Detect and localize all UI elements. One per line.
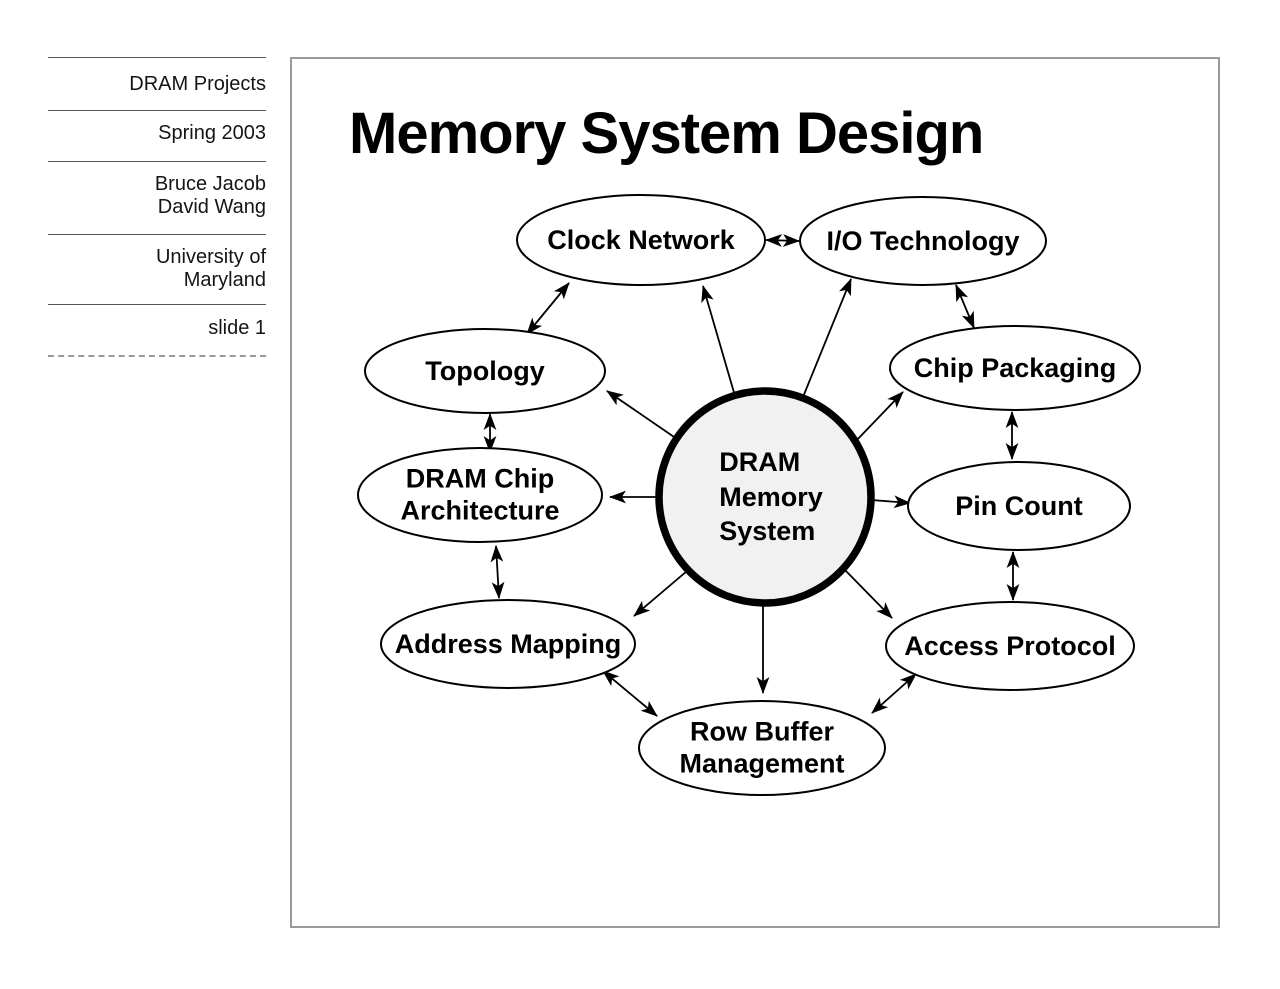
node-ellipse-pin-count — [907, 461, 1131, 551]
node-ellipse-access-protocol — [885, 601, 1135, 691]
node-ellipse-chip-packaging — [889, 325, 1141, 411]
divider-line-dashed — [48, 355, 266, 357]
node-label-clock-network: Clock Network — [547, 224, 735, 255]
sidebar-term-label: Spring 2003 — [158, 122, 266, 144]
double-arrow-access-protocol-row-buffer-management — [871, 673, 917, 714]
node-label-io-technology: I/O Technology — [826, 225, 1020, 256]
node-ellipse-topology — [364, 328, 606, 414]
node-ellipse-address-mapping — [380, 599, 636, 689]
arrow-center-to-topology — [606, 390, 678, 440]
divider-line — [48, 161, 266, 162]
center-circle — [655, 387, 875, 607]
sidebar-authors-label: Bruce Jacob David Wang — [154, 173, 266, 218]
arrow-center-to-chip-packaging — [854, 391, 904, 443]
arrow-center-to-pin-count — [870, 495, 911, 509]
sidebar-slide-number: slide 1 — [208, 317, 266, 339]
node-ellipse-row-buffer-management — [638, 700, 886, 796]
slide-title: Memory System Design — [349, 101, 984, 166]
divider-line — [48, 234, 266, 235]
arrow-center-to-access-protocol — [844, 569, 893, 619]
divider-line — [48, 304, 266, 305]
node-label-address-mapping: Address Mapping — [394, 628, 622, 659]
node-label-topology: Topology — [425, 355, 545, 386]
center-node-label: DRAM Memory System — [719, 447, 823, 547]
double-arrow-dram-chip-architecture-address-mapping — [490, 545, 505, 599]
double-arrow-address-mapping-row-buffer-management — [602, 670, 658, 717]
node-ellipse-clock-network — [516, 194, 766, 286]
node-label-pin-count: Pin Count — [955, 490, 1083, 521]
sidebar-project-label: DRAM Projects — [129, 73, 266, 95]
node-ellipse-dram-chip-architecture — [357, 447, 603, 543]
double-arrow-clock-network-topology — [526, 282, 570, 335]
sidebar-institution-label: University of Maryland — [155, 246, 266, 291]
double-arrow-clock-network-io-technology — [765, 234, 800, 247]
node-label-access-protocol: Access Protocol — [904, 630, 1116, 661]
divider-line — [48, 57, 266, 58]
node-label-dram-chip-architecture: DRAM Chip Architecture — [400, 463, 560, 526]
arrow-center-to-io-technology — [802, 278, 852, 398]
node-ellipse-io-technology — [799, 196, 1047, 286]
node-label-chip-packaging: Chip Packaging — [913, 352, 1117, 383]
arrow-center-to-address-mapping — [633, 570, 688, 617]
arrow-center-to-clock-network — [701, 285, 736, 397]
node-label-row-buffer-management: Row Buffer Management — [679, 716, 845, 779]
divider-line — [48, 110, 266, 111]
double-arrow-io-technology-chip-packaging — [955, 284, 975, 329]
